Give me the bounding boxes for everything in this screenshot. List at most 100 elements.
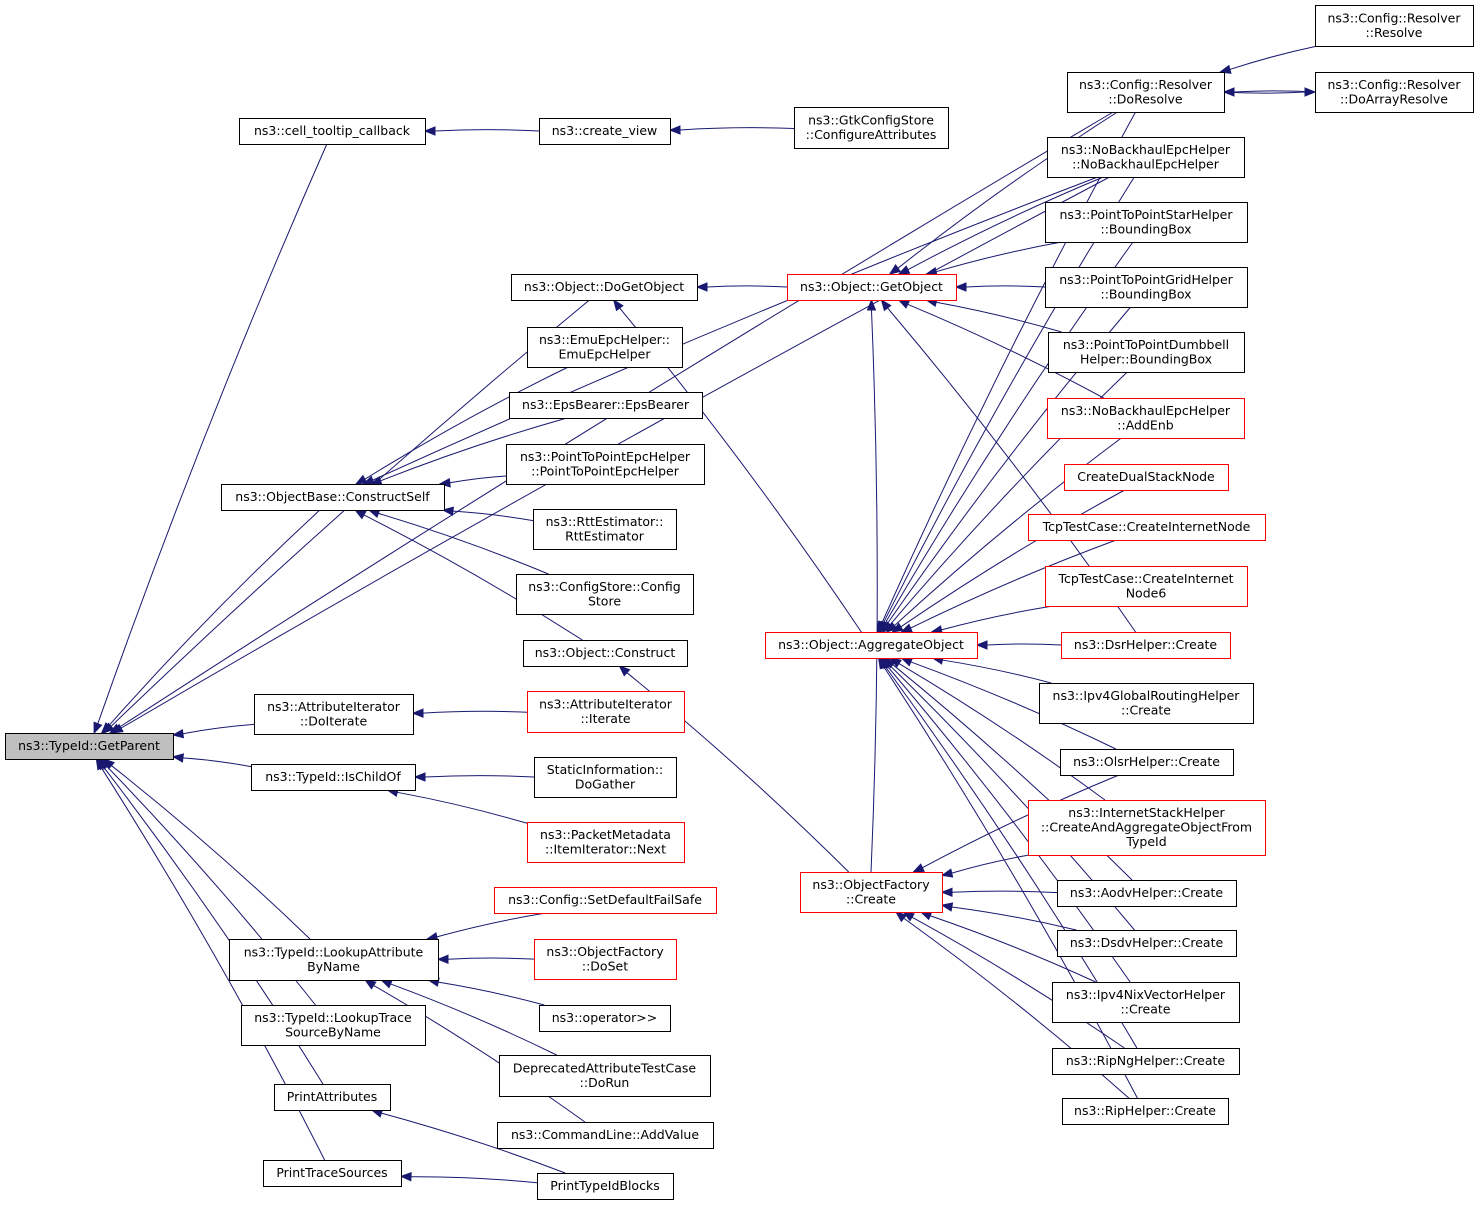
node-resolver_resolve[interactable]: ns3::Config::Resolver::Resolve <box>1315 5 1474 47</box>
node-dsr_create[interactable]: ns3::DsrHelper::Create <box>1061 632 1231 659</box>
node-box <box>1052 1048 1240 1075</box>
node-p2pstar_bb[interactable]: ns3::PointToPointStarHelper::BoundingBox <box>1045 202 1248 243</box>
node-p2pgrid_bb[interactable]: ns3::PointToPointGridHelper::BoundingBox <box>1045 267 1248 308</box>
node-operator_rr[interactable]: ns3::operator>> <box>539 1005 671 1032</box>
node-attriter_iter[interactable]: ns3::AttributeIterator::Iterate <box>527 691 685 733</box>
edge-line <box>951 906 1077 931</box>
node-label-line: Store <box>588 593 621 608</box>
edge-attriter_iter-to-attriter_doiter <box>411 708 528 718</box>
node-dogetobject[interactable]: ns3::Object::DoGetObject <box>511 274 698 301</box>
node-nobackhaul_ctor[interactable]: ns3::NoBackhaulEpcHelper::NoBackhaulEpcH… <box>1047 137 1245 178</box>
node-epsbearer[interactable]: ns3::EpsBearer::EpsBearer <box>509 392 703 419</box>
node-label-line: ns3::GtkConfigStore <box>808 112 934 127</box>
node-box <box>527 822 685 863</box>
edge-staticinfo-to-ischildof <box>413 772 535 782</box>
node-box <box>509 392 703 419</box>
node-label-line: ::CreateAndAggregateObjectFrom <box>1041 820 1252 835</box>
edge-nobackhaul_addenb-to-aggregate <box>885 437 1122 633</box>
node-printtrace[interactable]: PrintTraceSources <box>263 1160 402 1187</box>
arrowhead <box>888 264 902 275</box>
node-label-line: ns3::DsdvHelper::Create <box>1070 935 1224 950</box>
edge-line <box>422 710 528 714</box>
node-ipv4nix[interactable]: ns3::Ipv4NixVectorHelper::Create <box>1052 982 1240 1023</box>
node-label-line: ::DoRun <box>580 1075 630 1090</box>
edge-aodv-to-objfactory_create <box>940 887 1058 898</box>
node-aggregate[interactable]: ns3::Object::AggregateObject <box>765 632 978 659</box>
node-emuepc[interactable]: ns3::EmuEpcHelper::EmuEpcHelper <box>527 327 683 368</box>
node-label-line: ns3::RipNgHelper::Create <box>1066 1053 1226 1068</box>
node-dsdv[interactable]: ns3::DsdvHelper::Create <box>1057 930 1237 957</box>
node-objfactory_create[interactable]: ns3::ObjectFactory::Create <box>800 872 943 913</box>
arrowhead <box>919 911 933 921</box>
node-resolver_doresolve[interactable]: ns3::Config::Resolver::DoResolve <box>1067 72 1225 113</box>
edge-line <box>452 510 534 522</box>
node-configstore[interactable]: ns3::ConfigStore::ConfigStore <box>516 574 694 615</box>
arrowhead <box>364 979 377 990</box>
node-p2pdumb_bb[interactable]: ns3::PointToPointDumbbellHelper::Boundin… <box>1048 332 1245 373</box>
node-box <box>1061 632 1231 659</box>
node-ipv4global[interactable]: ns3::Ipv4GlobalRoutingHelper::Create <box>1039 683 1254 724</box>
node-nobackhaul_addenb[interactable]: ns3::NoBackhaulEpcHelper::AddEnb <box>1047 398 1245 439</box>
node-label-line: ::Resolve <box>1366 25 1423 40</box>
node-inetstack[interactable]: ns3::InternetStackHelper::CreateAndAggre… <box>1028 800 1266 856</box>
node-label-line: ns3::RttEstimator:: <box>546 514 664 529</box>
node-attriter_doiter[interactable]: ns3::AttributeIterator::DoIterate <box>254 694 414 735</box>
node-getobject[interactable]: ns3::Object::GetObject <box>787 274 957 301</box>
node-objfactory_doset[interactable]: ns3::ObjectFactory::DoSet <box>534 939 677 980</box>
arrowhead <box>618 665 631 677</box>
edge-line <box>1229 45 1318 70</box>
node-ripng[interactable]: ns3::RipNgHelper::Create <box>1052 1048 1240 1075</box>
arrowhead <box>695 282 708 292</box>
edge-gtk_cfg-to-create_view <box>668 125 795 135</box>
node-root[interactable]: ns3::TypeId::GetParent <box>5 733 174 760</box>
node-setdefaultfailsafe[interactable]: ns3::Config::SetDefaultFailSafe <box>494 887 717 914</box>
node-p2pepc[interactable]: ns3::PointToPointEpcHelper::PointToPoint… <box>506 444 705 485</box>
node-rip[interactable]: ns3::RipHelper::Create <box>1062 1098 1229 1125</box>
node-label-line: PrintAttributes <box>287 1089 377 1104</box>
node-constructself[interactable]: ns3::ObjectBase::ConstructSelf <box>221 484 445 511</box>
node-rtt[interactable]: ns3::RttEstimator::RttEstimator <box>533 509 677 550</box>
edge-line <box>108 509 321 727</box>
node-olsr[interactable]: ns3::OlsrHelper::Create <box>1060 749 1234 776</box>
node-resolver_doarray[interactable]: ns3::Config::Resolver::DoArrayResolve <box>1315 72 1474 113</box>
node-create_view[interactable]: ns3::create_view <box>539 118 671 145</box>
node-construct[interactable]: ns3::Object::Construct <box>523 640 688 667</box>
arrowhead <box>362 475 376 485</box>
edge-line <box>951 854 1030 874</box>
node-box <box>241 1005 426 1046</box>
arrowhead <box>399 1172 412 1182</box>
node-label-line: ns3::ObjectBase::ConstructSelf <box>235 489 430 504</box>
edge-line <box>372 176 1098 481</box>
node-cell_tooltip[interactable]: ns3::cell_tooltip_callback <box>239 118 426 145</box>
arrowhead <box>668 125 681 135</box>
node-dualstack[interactable]: CreateDualStackNode <box>1064 464 1229 491</box>
edge-line <box>449 475 507 484</box>
node-label-line: ::ItemIterator::Next <box>545 841 666 856</box>
node-printtypeid[interactable]: PrintTypeIdBlocks <box>537 1173 674 1200</box>
node-pktmeta[interactable]: ns3::PacketMetadata::ItemIterator::Next <box>527 822 685 863</box>
node-aodv[interactable]: ns3::AodvHelper::Create <box>1057 880 1237 907</box>
node-box <box>787 274 957 301</box>
node-label-line: ::Create <box>1121 702 1171 717</box>
edge-line <box>397 791 528 824</box>
arrowhead <box>897 299 911 309</box>
node-tcp_inet[interactable]: TcpTestCase::CreateInternetNode <box>1028 514 1266 541</box>
node-label-line: ::DoArrayResolve <box>1340 91 1448 106</box>
arrowhead <box>940 887 953 898</box>
node-gtk_cfg[interactable]: ns3::GtkConfigStore::ConfigureAttributes <box>794 107 949 149</box>
node-ischildof[interactable]: ns3::TypeId::IsChildOf <box>251 764 416 791</box>
edge-line <box>390 983 557 1056</box>
node-box <box>1057 880 1237 907</box>
node-label-line: DoGather <box>575 776 636 791</box>
node-deprecated[interactable]: DeprecatedAttributeTestCase::DoRun <box>499 1055 711 1097</box>
edge-setdefaultfailsafe-to-lookupattr <box>425 912 546 942</box>
node-cmdline[interactable]: ns3::CommandLine::AddValue <box>497 1122 714 1149</box>
arrowhead <box>1218 64 1232 74</box>
node-staticinfo[interactable]: StaticInformation::DoGather <box>534 757 677 798</box>
edge-line <box>935 241 1062 273</box>
node-printattrs[interactable]: PrintAttributes <box>274 1084 391 1111</box>
node-box <box>1315 72 1474 113</box>
